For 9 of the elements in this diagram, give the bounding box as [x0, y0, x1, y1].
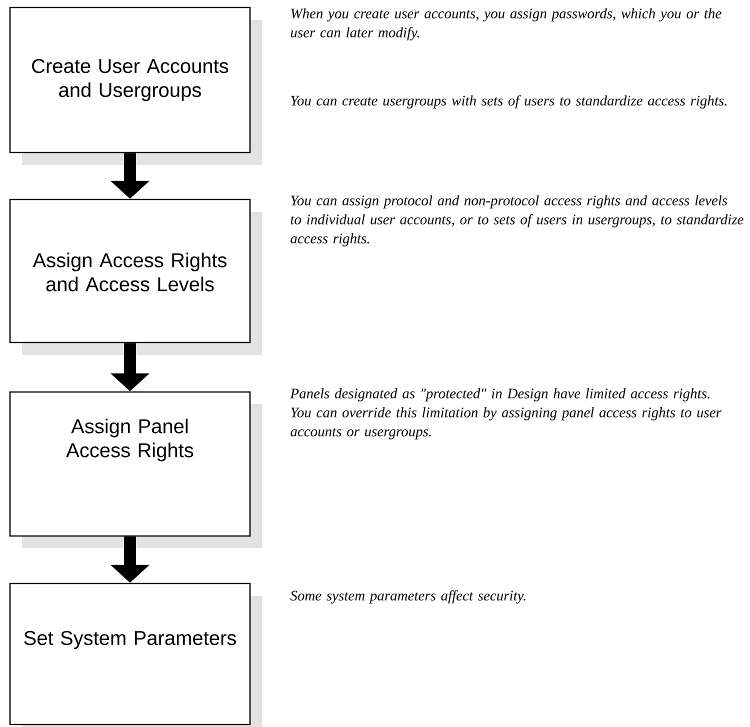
- process-box: Assign Panel Access Rights: [9, 391, 251, 537]
- description-text: When you create user accounts, you assign passwords, which you or the user can later modify.: [290, 8, 722, 40]
- description-text: Some system parameters affect security.: [290, 590, 526, 604]
- process-box: Create User Accounts and Usergroups: [9, 6, 251, 154]
- description-text: You can assign protocol and non-protocol access rights and access levels to individual user accounts, or to sets of users in usergroups, to standardize access rights.: [290, 195, 744, 246]
- process-box: Set System Parameters: [9, 582, 251, 726]
- process-box: Assign Access Rights and Access Levels: [9, 198, 251, 344]
- description-text: You can create usergroups with sets of users to standardize access rights.: [291, 95, 726, 108]
- description-text: Panels designated as "protected" in Design have limited access rights. You can override this limitation by assigning panel access rights to user accounts or usergroups.: [290, 388, 722, 440]
